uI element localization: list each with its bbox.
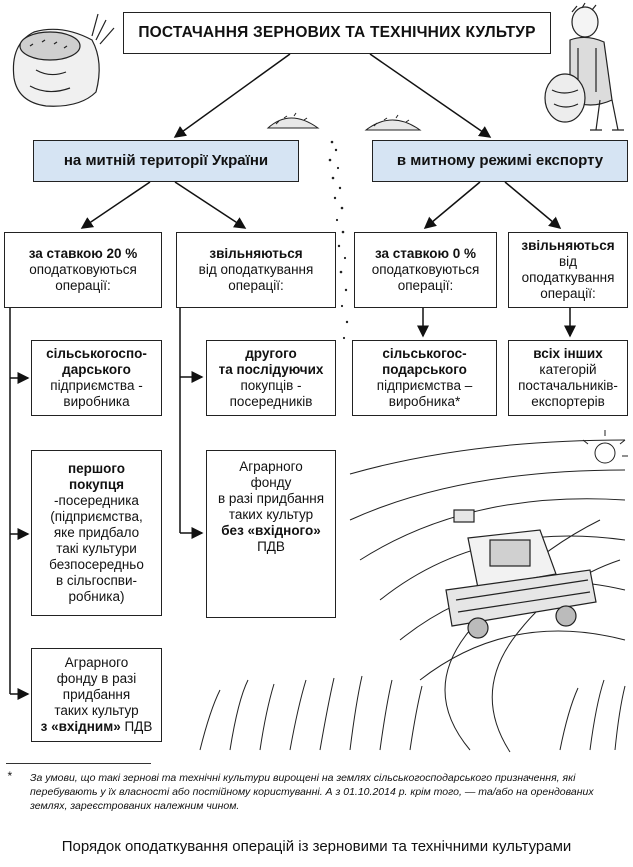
rule-tax-0-rate: за ставкою 0 % [374,246,477,261]
rule-tax-0-line1: оподатковуються [371,262,480,277]
rule-tax-0-line2: операції: [397,278,454,293]
op-producer-domestic-b2: дарського [62,362,131,377]
op-agrarian-fund-no-vat: Аграрного фонду в разі придбання таких к… [206,450,336,618]
op-producer-export-b1: сільськогос- [382,346,467,361]
op-other-exporters: всіх інших категорій постачальників- екс… [508,340,628,416]
rule-tax-20-line1: оподатковуються [29,262,137,277]
op-first-buyer-b1: першого [67,461,126,476]
rule-tax-20-rate: за ставкою 20 % [28,246,138,261]
op-agrarian-novat-l4: таких культур [228,507,314,522]
combine-harvester-illustration [445,509,597,639]
grain-sack-illustration [12,13,115,107]
rule-exempt-export-head: звільняються [521,238,615,253]
rule-exempt-export-line3: операції: [540,286,596,301]
rule-exempt-export-line1: від [558,254,578,269]
op-producer-domestic: сільськогоспо- дарського підприємства - … [31,340,162,416]
rule-exempt-domestic: звільняються від оподаткування операції: [176,232,336,308]
op-agrarian-novat-l5: ПДВ [257,539,285,554]
rule-exempt-domestic-head: звільняються [209,246,303,261]
op-first-buyer-l6: в сільгоспви- [56,573,137,588]
op-agrarian-fund-with-vat: Аграрного фонду в разі придбання таких к… [31,648,162,742]
op-agrarian-novat-l1: Аграрного [239,459,303,474]
rule-exempt-domestic-line2: операції: [228,278,284,293]
op-first-buyer-b2: покупця [69,477,124,492]
op-first-buyer-l4: такі культури [56,541,137,556]
op-agrarian-vat-l3: придбання [62,687,131,702]
grain-pile-right-illustration [364,114,422,131]
diagram-title: ПОСТАЧАННЯ ЗЕРНОВИХ ТА ТЕХНІЧНИХ КУЛЬТУР [123,12,551,54]
rule-exempt-domestic-line1: від оподаткування [198,262,314,277]
op-agrarian-vat-l5: ПДВ [124,719,153,734]
op-agrarian-vat-last: з «вхідним» ПДВ [41,719,153,735]
footnote-text: За умови, що такі зернові та технічні ку… [30,772,594,812]
op-producer-domestic-b1: сільськогоспо- [46,346,147,361]
footnote-star: * [7,769,12,783]
op-first-buyer-l1: -посередника [54,493,139,508]
op-producer-export: сільськогос- подарського підприємства – … [352,340,497,416]
rule-tax-20: за ставкою 20 % оподатковуються операції… [4,232,162,308]
op-agrarian-vat-b: з «вхідним» [40,719,121,734]
op-other-exporters-b1: всіх інших [533,346,603,361]
op-first-buyer-line: покупця [69,477,124,493]
op-producer-export-l1: підприємства – [376,378,473,393]
branch-customs-territory: на митній території України [33,140,299,182]
rule-exempt-export: звільняються від оподаткування операції: [508,232,628,308]
op-agrarian-vat-l2: фонду в разі [56,671,137,686]
op-second-buyers-b1: другого [245,346,297,361]
op-first-buyer-l2: (підприємства, [50,509,143,524]
falling-grain-illustration [328,140,349,340]
op-first-buyer-l5: безпосередньо [49,557,144,572]
op-other-exporters-l1: категорій [539,362,597,377]
op-first-buyer-l7: робника) [68,589,125,604]
rule-tax-20-line2: операції: [55,278,111,293]
op-producer-domestic-l2: виробника [63,394,130,409]
op-first-buyer-l3: яке придбало [53,525,140,540]
harvest-field-illustration [199,430,628,753]
op-agrarian-vat-l1: Аграрного [64,655,129,670]
op-producer-export-b2: подарського [382,362,467,377]
op-agrarian-novat-l2: фонду [250,475,292,490]
op-first-buyer: першого покупця -посередника (підприємст… [31,450,162,616]
op-second-buyers-b2: та послідуючих [218,362,324,377]
op-other-exporters-l2: постачальників- [518,378,618,393]
rule-exempt-export-line2: оподаткування [521,270,615,285]
grain-pile-left-illustration [266,112,320,129]
op-other-exporters-l3: експортерів [531,394,605,409]
farmer-illustration [544,2,624,131]
figure-caption: Порядок оподаткування операцій із зернов… [61,838,572,855]
op-second-buyers: другого та послідуючих покупців - посере… [206,340,336,416]
op-second-buyers-l2: посередників [229,394,313,409]
branch-export-regime: в митному режимі експорту [372,140,628,182]
op-producer-domestic-l1: підприємства - [50,378,143,393]
op-second-buyers-l1: покупців - [240,378,302,393]
op-agrarian-vat-l4: таких культур [54,703,139,718]
op-agrarian-novat-l3: в разі придбання [217,491,325,506]
op-agrarian-novat-b: без «вхідного» [221,523,321,538]
footnote-divider [6,763,151,764]
rule-tax-0: за ставкою 0 % оподатковуються операції: [354,232,497,308]
op-producer-export-l2: виробника* [388,394,461,409]
